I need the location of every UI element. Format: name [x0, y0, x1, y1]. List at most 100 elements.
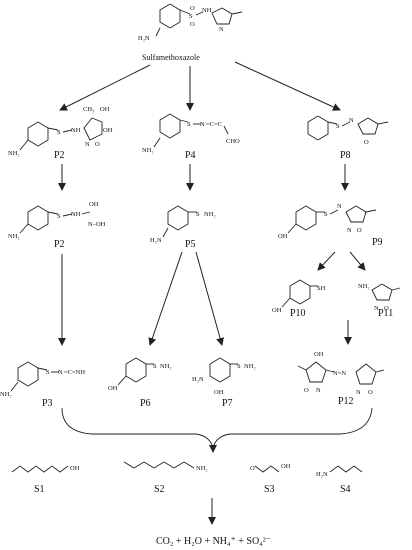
svg-text:S: S — [336, 123, 340, 130]
p4-label: P4 — [185, 150, 196, 161]
p5-structure: S NH₂ H₂N — [150, 205, 216, 244]
svg-text:OH: OH — [108, 385, 118, 392]
p8-structure: S N O — [307, 115, 389, 146]
s4-structure: H₂N — [316, 465, 363, 478]
p5-label: P5 — [185, 239, 196, 250]
svg-text:N: N — [349, 117, 354, 124]
svg-text:NH₂: NH₂ — [0, 391, 12, 398]
svg-text:NH₂: NH₂ — [142, 147, 154, 154]
svg-text:H₂N: H₂N — [316, 471, 328, 478]
svg-text:S: S — [57, 213, 61, 220]
svg-text:=C=C: =C=C — [206, 121, 222, 128]
p10-structure: SH OH — [272, 279, 326, 314]
s4-label: S4 — [340, 484, 351, 495]
svg-text:H₂N: H₂N — [192, 376, 204, 383]
s3-label: S3 — [264, 484, 275, 495]
s3-structure: O OH — [250, 463, 291, 473]
p2-first-label: P2 — [54, 150, 65, 161]
svg-text:NH₂: NH₂ — [8, 150, 20, 157]
svg-text:OH: OH — [314, 351, 324, 358]
p6-label: P6 — [140, 398, 151, 409]
arrow-p5-to-p6 — [148, 251, 183, 346]
svg-text:S: S — [237, 363, 241, 370]
svg-text:N: N — [316, 387, 321, 394]
p12-structure: OH O N N=N N O — [297, 351, 385, 396]
svg-text:O: O — [364, 139, 369, 146]
p2-second-label: P2 — [54, 239, 65, 250]
svg-text:OH: OH — [103, 127, 113, 134]
p3-structure: S N =C=NH NH₂ — [0, 361, 85, 398]
svg-text:N: N — [356, 389, 361, 396]
p8-label: P8 — [340, 150, 351, 161]
arrow-p9-to-p11 — [349, 251, 366, 271]
svg-text:SH: SH — [317, 285, 326, 292]
svg-text:NH₂: NH₂ — [8, 233, 20, 240]
svg-text:OH: OH — [214, 389, 224, 396]
svg-text:S: S — [153, 363, 157, 370]
svg-text:N: N — [200, 121, 205, 128]
svg-text:OH: OH — [100, 106, 110, 113]
arrow-smx-to-p2 — [59, 64, 151, 111]
svg-text:S: S — [189, 13, 193, 20]
svg-text:S: S — [187, 121, 191, 128]
svg-text:NH: NH — [71, 211, 81, 218]
arrow-smx-to-p8 — [234, 61, 341, 111]
p7-structure: S NH₂ H₂N OH — [192, 357, 256, 396]
p2-second-structure: S NH OH N–OH NH₂ — [8, 201, 106, 240]
svg-text:N: N — [337, 203, 342, 210]
svg-text:O: O — [95, 141, 100, 148]
svg-text:S: S — [324, 211, 328, 218]
p3-label: P3 — [42, 398, 53, 409]
convergence-brace — [61, 407, 373, 449]
p9-label: P9 — [372, 237, 383, 248]
p11-label: P11 — [378, 308, 393, 319]
svg-text:O: O — [190, 5, 195, 12]
svg-text:N: N — [58, 369, 63, 376]
p6-structure: S NH₂ OH — [108, 357, 172, 392]
p11-structure: NH₂ N O — [358, 283, 401, 312]
svg-text:NH: NH — [202, 7, 212, 14]
svg-text:NH₂: NH₂ — [358, 283, 370, 290]
svg-text:OH: OH — [70, 465, 80, 472]
svg-text:H₂N: H₂N — [138, 35, 150, 42]
svg-text:NH₂: NH₂ — [244, 363, 256, 370]
sulfamethoxazole-structure: S O O NH N H₂N — [138, 3, 243, 42]
s1-label: S1 — [34, 484, 45, 495]
sulfamethoxazole-label: Sulfamethoxazole — [142, 53, 200, 62]
s1-structure: OH — [11, 465, 80, 473]
svg-text:N=N: N=N — [333, 370, 346, 377]
svg-text:OH: OH — [272, 307, 282, 314]
p12-label: P12 — [338, 396, 354, 407]
svg-text:H₂N: H₂N — [150, 237, 162, 244]
svg-text:NH: NH — [71, 127, 81, 134]
p7-label: P7 — [222, 398, 233, 409]
svg-text:O: O — [384, 305, 389, 312]
arrow-p5-to-p7 — [195, 251, 224, 346]
svg-text:S: S — [196, 211, 200, 218]
svg-text:OH: OH — [278, 233, 288, 240]
svg-text:O: O — [250, 465, 255, 472]
svg-text:N–OH: N–OH — [88, 221, 106, 228]
final-products: CO₂ + H₂O + NH₄⁺ + SO₄²⁻ — [156, 536, 271, 547]
p2-first-structure: S NH CH₃ OH OH N O NH₂ — [8, 106, 113, 157]
svg-text:=C=NH: =C=NH — [64, 369, 85, 376]
svg-text:NH₂: NH₂ — [196, 465, 208, 472]
svg-text:N: N — [347, 227, 352, 234]
svg-text:O: O — [304, 387, 309, 394]
svg-text:N: N — [374, 305, 379, 312]
svg-text:N: N — [85, 141, 90, 148]
p4-structure: S N =C=C CHO NH₂ — [142, 113, 240, 154]
svg-text:O: O — [190, 21, 195, 28]
svg-text:O: O — [368, 389, 373, 396]
svg-text:OH: OH — [89, 201, 99, 208]
svg-text:NH₂: NH₂ — [204, 211, 216, 218]
svg-text:OH: OH — [281, 463, 291, 470]
svg-text:S: S — [57, 129, 61, 136]
svg-text:N: N — [219, 26, 224, 33]
svg-text:S: S — [46, 369, 50, 376]
arrow-p9-to-p10 — [317, 251, 336, 271]
s2-structure: NH₂ — [123, 461, 208, 472]
svg-text:CHO: CHO — [226, 138, 240, 145]
p9-structure: S N N O OH — [278, 203, 377, 240]
